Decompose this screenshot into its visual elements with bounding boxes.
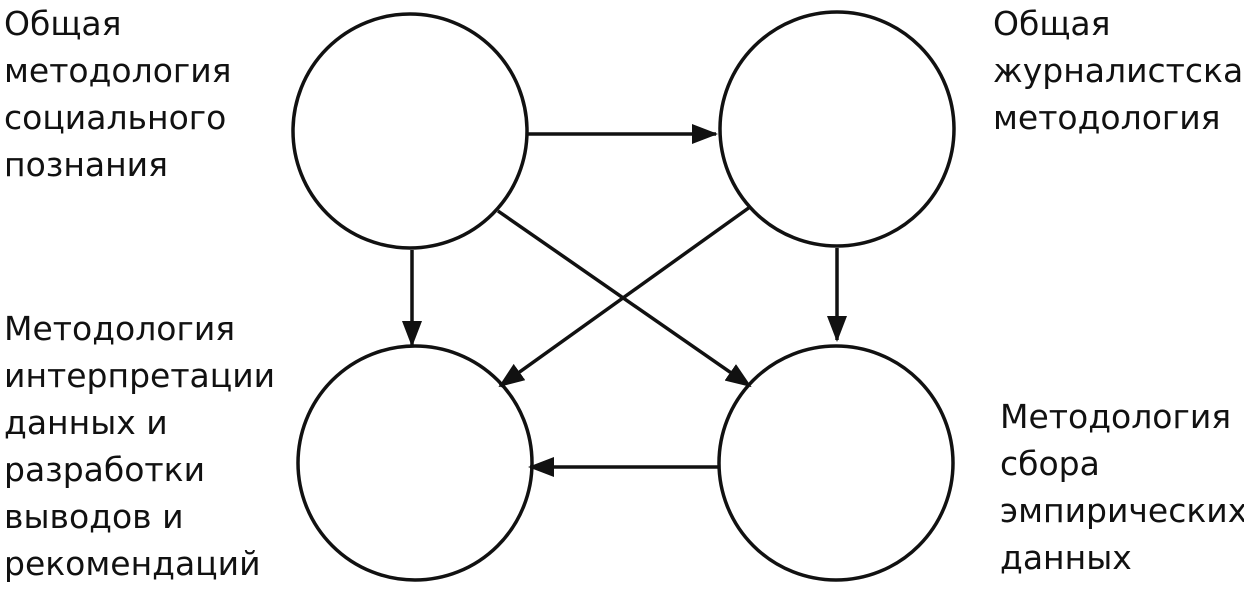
label-line: данных и: [4, 403, 168, 442]
label-line: разработки: [4, 450, 206, 489]
node-circle-general-social: [291, 12, 529, 250]
label-line: эмпирических: [1000, 491, 1244, 530]
label-line: данных: [1000, 538, 1132, 577]
label-line: Общая: [993, 4, 1111, 43]
label-line: интерпретации: [4, 356, 276, 395]
label-line: рекомендаций: [4, 544, 261, 583]
node-label-general-social: Общая методология социального познания: [4, 0, 232, 188]
label-line: Общая: [4, 4, 122, 43]
label-line: социального: [4, 98, 227, 137]
node-circle-empirical: [717, 344, 955, 582]
node-label-general-journalism: Общая журналистская методология: [993, 0, 1244, 141]
label-line: сбора: [1000, 444, 1100, 483]
label-line: Методология: [1000, 397, 1232, 436]
label-line: Методология: [4, 309, 236, 348]
arrow-general-journalism-to-interpretation: [498, 205, 752, 388]
label-line: методология: [993, 98, 1221, 137]
label-line: выводов и: [4, 497, 184, 536]
node-circle-interpretation: [296, 344, 534, 582]
node-label-interpretation: Методология интерпретации данных и разра…: [4, 305, 275, 587]
node-label-empirical: Методология сбора эмпирических данных: [1000, 393, 1244, 581]
label-line: журналистская: [993, 51, 1244, 90]
label-line: познания: [4, 145, 168, 184]
label-line: методология: [4, 51, 232, 90]
node-circle-general-journalism: [718, 10, 956, 248]
